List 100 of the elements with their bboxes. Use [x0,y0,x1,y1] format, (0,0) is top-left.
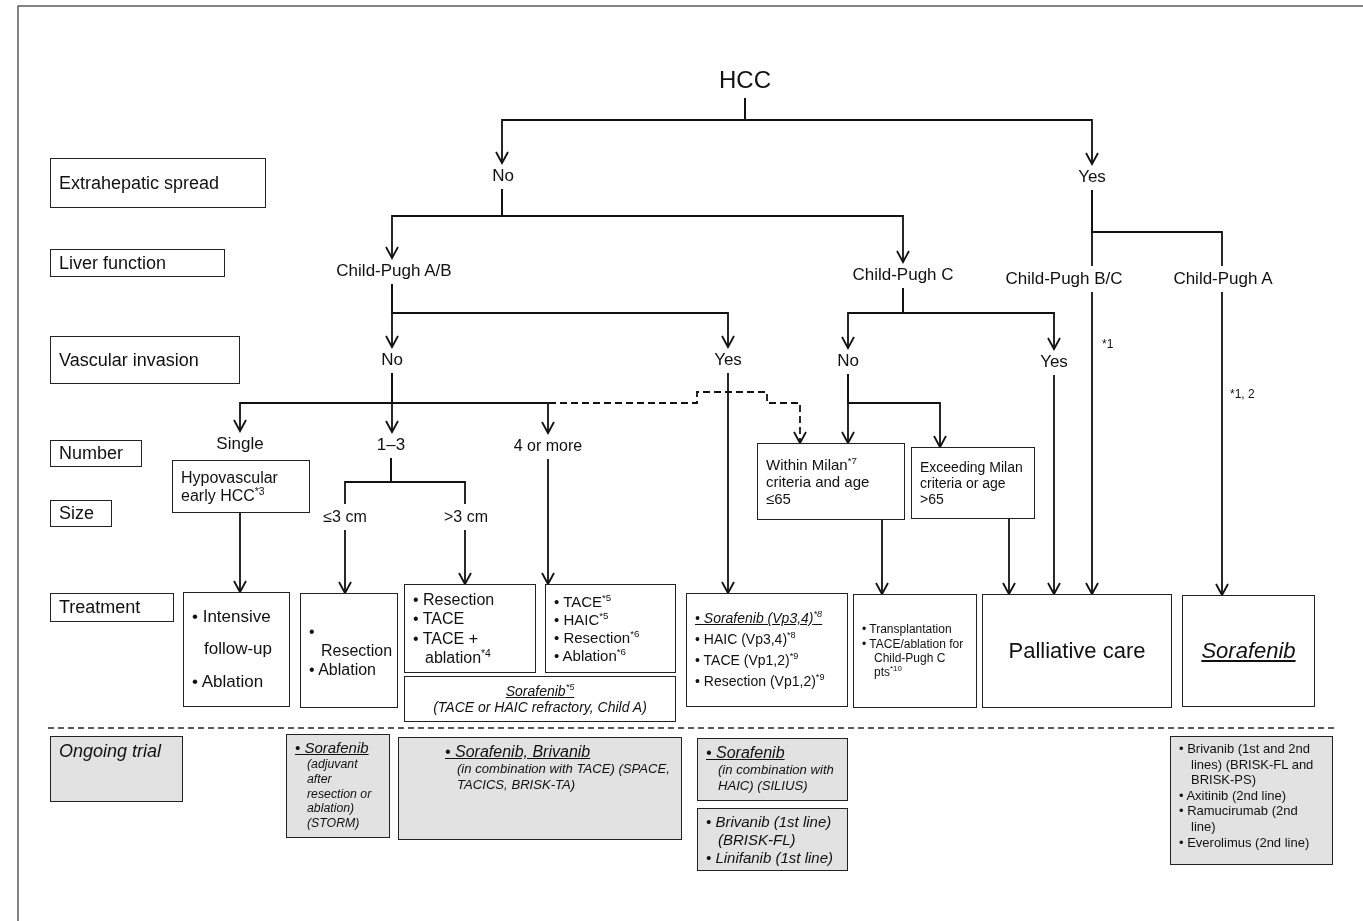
row-label-box [50,158,266,208]
branch-label: Single [208,431,272,457]
branch-label: No [376,347,408,373]
arrow [541,458,555,585]
row-label-box [50,440,142,467]
box-text: Exceeding Milan criteria or age >65 [920,459,1024,507]
bullet-item: (adjuvant after resection or ablation) (STORM) [306,757,373,831]
bullet-item: • TACE + ablation$^{*4}$ [413,628,492,667]
treatment-box [853,594,977,708]
arrow [501,188,910,263]
box-text: Hypovascular early HCC$^{*3}$ [181,468,279,505]
bullet-item: • Ablation [309,660,377,680]
arrow [744,97,1099,165]
bullet-item: • Sorafenib, Brivanib [445,742,592,762]
root-label: HCC [705,62,785,98]
box-text: Sorafenib$^{*5}$ [504,683,576,699]
arrow [233,512,247,593]
bullet-item: • Everolimus (2nd line) [1179,834,1311,851]
treatment-box [1182,595,1315,707]
box-text: Ongoing trial [59,741,163,762]
arrow [338,529,352,594]
row-label-box [50,593,174,622]
branch-label: Child-Pugh C [842,262,964,288]
box-text: Number [59,443,125,464]
arrow [902,287,1061,350]
bullet-item: • HAIC$^{*5}$ [554,610,610,629]
box-text: Treatment [59,597,142,618]
branch-label: 4 or more [496,433,600,459]
branch-label: Yes [708,347,748,373]
criteria-box [172,460,310,513]
branch-label: Yes [1070,164,1114,190]
bullet-item: • Sorafenib [295,739,370,757]
row-label-box [50,500,112,527]
bullet-item: • Sorafenib (Vp3,4)$^{*8}$ [695,608,824,628]
trial-box [697,738,848,801]
box-text: Within Milan$^{*7}$ criteria and age ≤65 [766,456,871,507]
branch-label: No [832,348,864,374]
bullet-item: • Transplantation [862,622,953,637]
edge-label: *1, 2 [1228,387,1257,401]
box-text: Palliative care [1007,638,1147,664]
treatment-box [982,594,1172,708]
bullet-item: • Resection [413,590,496,610]
branch-label: No [484,163,522,189]
edge-label: *1 [1100,337,1116,351]
row-label-box [50,249,225,277]
branch-label: 1–3 [372,432,410,458]
trial-box [286,734,390,838]
arrow [847,373,947,448]
bullet-item: • TACE/ablation for Child-Pugh C pts$^{*10}$ [862,636,965,680]
arrow [1002,518,1016,595]
criteria-box [757,443,905,520]
bullet-item: • Intensive follow-up [192,606,274,661]
branch-label: ≤3 cm [313,504,377,530]
box-text: Extrahepatic spread [59,172,221,194]
treatment-box [300,593,398,708]
trial-box [697,808,848,871]
branch-label: Child-Pugh B/C [996,266,1132,292]
row-label-box [50,336,240,384]
bullet-item: • TACE (Vp1,2)$^{*9}$ [695,650,800,670]
bullet-item: • Brivanib (1st and 2nd lines) (BRISK-FL and BRISK-PS) [1179,741,1315,788]
bullet-item: • Resection (Vp1,2)$^{*9}$ [695,671,826,691]
arrow [721,372,735,594]
treatment-box [686,593,848,707]
arrow [1085,291,1099,595]
arrow [391,283,735,348]
box-text: Liver function [59,252,168,274]
arrow [458,529,472,585]
bullet-item: • Axitinib (2nd line) [1179,787,1288,804]
branch-label: Child-Pugh A/B [326,258,462,284]
bullet-item: • TACE$^{*5}$ [554,592,613,611]
bullet-item: • Ramucirumab (2nd line) [1179,803,1299,835]
trial-box [1170,736,1333,865]
bullet-item: (in combination with TACE) (SPACE, TACICS, BRISK-TA) [456,761,671,793]
bullet-item: • Sorafenib [706,743,786,763]
arrow [875,519,889,595]
treatment-box [545,584,676,673]
bullet-item: • HAIC (Vp3,4)$^{*8}$ [695,629,797,649]
connector-line [390,457,466,505]
treatment-box [404,676,676,722]
branch-label: >3 cm [435,504,497,530]
box-text: Sorafenib [1200,638,1297,664]
bullet-item: • Ablation$^{*6}$ [554,646,628,665]
box-text: Vascular invasion [59,349,200,371]
treatment-box [183,592,290,707]
criteria-box [911,447,1035,519]
bullet-item: • Ablation [192,670,265,693]
branch-label: Yes [1034,349,1074,375]
bullet-item: • TACE [413,609,466,629]
bullet-item: • Linifanib (1st line) [706,849,834,867]
trial-box [398,737,682,840]
bullet-item: • Resection [309,621,389,661]
bullet-item: • Resection$^{*6}$ [554,628,641,647]
box-text: Size [59,503,95,524]
treatment-box [404,584,536,673]
arrow [1047,374,1061,595]
row-label-box [50,736,183,802]
arrow [1215,291,1229,596]
box-text: (TACE or HAIC refractory, Child A) [432,699,648,715]
arrow [391,372,807,444]
bullet-item: (in combination with HAIC) (SILIUS) [717,762,835,794]
